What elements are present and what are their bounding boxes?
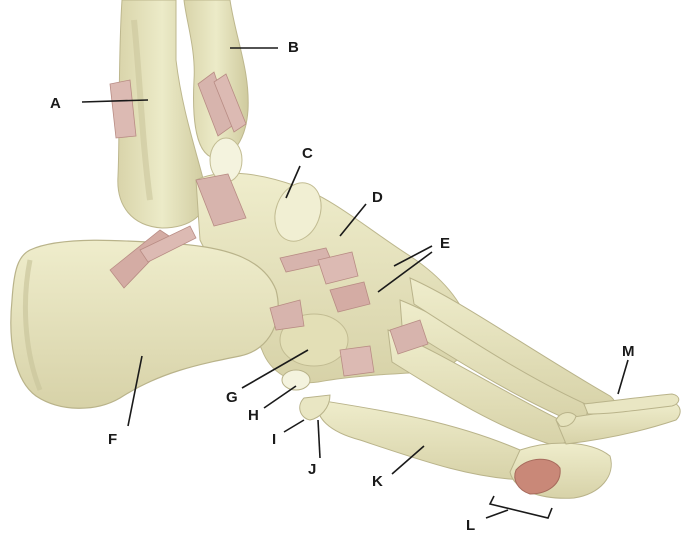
label-k: K (372, 474, 383, 489)
label-d: D (372, 190, 383, 205)
label-h: H (248, 408, 259, 423)
label-b: B (288, 40, 299, 55)
label-e: E (440, 236, 450, 251)
label-l: L (466, 518, 475, 533)
label-f: F (108, 432, 117, 447)
label-a: A (50, 96, 61, 111)
label-m: M (622, 344, 635, 359)
label-g: G (226, 390, 238, 405)
label-c: C (302, 146, 313, 161)
label-j: J (308, 462, 316, 477)
label-i: I (272, 432, 276, 447)
